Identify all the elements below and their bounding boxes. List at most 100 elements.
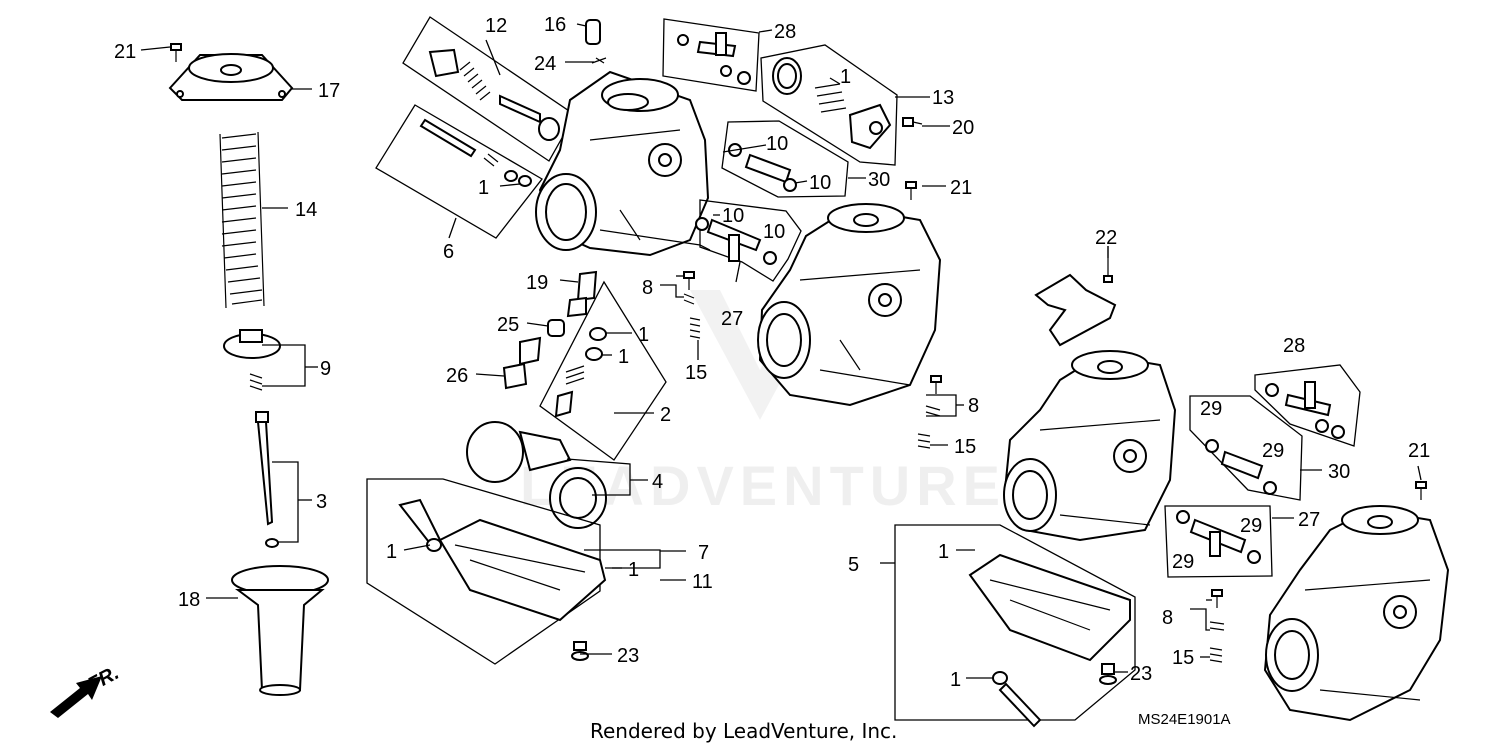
set-13-box	[760, 44, 898, 166]
float-chamber-box-right	[894, 524, 1136, 728]
label-29-b[interactable]: 29	[1262, 440, 1284, 462]
label-1-gasket-right[interactable]: 1	[938, 541, 949, 563]
label-21-mid[interactable]: 21	[950, 177, 972, 199]
screw-23-right[interactable]	[1099, 663, 1117, 685]
label-1-float-left[interactable]: 1	[386, 541, 397, 563]
label-30-right[interactable]: 30	[1328, 461, 1350, 483]
joint-28-box-top	[662, 18, 760, 92]
label-28-top[interactable]: 28	[774, 21, 796, 43]
spring-15-right-low[interactable]	[1209, 647, 1223, 663]
label-29-c[interactable]: 29	[1240, 515, 1262, 537]
cap-25[interactable]	[547, 319, 565, 337]
fuel-joint-30-box-right	[1189, 395, 1303, 501]
pilot-screw-19[interactable]	[566, 270, 598, 318]
label-11[interactable]: 11	[692, 571, 713, 593]
carburetor-body-2[interactable]	[757, 203, 942, 407]
label-21-right[interactable]: 21	[1408, 440, 1430, 462]
label-8-right-mid[interactable]: 8	[968, 395, 979, 417]
label-15-right-low[interactable]: 15	[1172, 647, 1194, 669]
chamber-18[interactable]	[231, 565, 329, 696]
screw-23-left[interactable]	[571, 641, 589, 661]
set-2-box	[539, 280, 667, 461]
label-28-right[interactable]: 28	[1283, 335, 1305, 357]
footer-credit: Rendered by LeadVenture, Inc.	[590, 719, 897, 743]
part-labels: 21 17 14 9 3 18 12 6 1 16 24 28 1 13 20 …	[114, 14, 1430, 691]
label-23-left[interactable]: 23	[617, 645, 639, 667]
joint-28-box-right	[1254, 364, 1361, 447]
joint-27-box-right	[1164, 505, 1273, 578]
screw-8-center[interactable]	[683, 271, 695, 305]
diagram-code: MS24E1901A	[1138, 711, 1231, 728]
label-16[interactable]: 16	[544, 14, 566, 36]
piston-4[interactable]	[466, 421, 607, 529]
label-24[interactable]: 24	[534, 53, 556, 75]
label-17[interactable]: 17	[318, 80, 340, 102]
jet-needle-3[interactable]	[255, 411, 279, 548]
screw-8-right-mid[interactable]	[925, 375, 942, 417]
label-1-set2-a[interactable]: 1	[638, 324, 649, 346]
set-12-box	[402, 16, 576, 162]
label-10-b[interactable]: 10	[809, 172, 831, 194]
screw-20[interactable]	[902, 117, 923, 127]
label-13[interactable]: 13	[932, 87, 954, 109]
label-30-top[interactable]: 30	[868, 169, 890, 191]
spring-15-right-mid[interactable]	[917, 433, 931, 449]
label-12[interactable]: 12	[485, 15, 507, 37]
carburetor-body-1[interactable]	[535, 70, 711, 257]
label-20[interactable]: 20	[952, 117, 974, 139]
label-1-set2-b[interactable]: 1	[618, 346, 629, 368]
carburetor-body-4[interactable]	[1263, 505, 1450, 722]
carburetor-body-3[interactable]	[1003, 350, 1177, 542]
joint-27-box	[695, 199, 802, 282]
label-7[interactable]: 7	[698, 542, 709, 564]
label-23-right[interactable]: 23	[1130, 663, 1152, 685]
label-15-right-mid[interactable]: 15	[954, 436, 976, 458]
label-8-center[interactable]: 8	[642, 277, 653, 299]
front-arrow: FR.	[50, 662, 123, 718]
label-10-c[interactable]: 10	[722, 205, 744, 227]
spring-14[interactable]	[219, 131, 265, 309]
label-10-d[interactable]: 10	[763, 221, 785, 243]
label-5[interactable]: 5	[848, 554, 859, 576]
screw-26[interactable]	[502, 336, 542, 390]
screw-21-top[interactable]	[170, 43, 182, 62]
leader-lines	[140, 23, 1422, 679]
label-22[interactable]: 22	[1095, 227, 1117, 249]
label-26[interactable]: 26	[446, 365, 468, 387]
label-29-a[interactable]: 29	[1200, 398, 1222, 420]
label-1-jetkit[interactable]: 1	[478, 177, 489, 199]
bracket-22[interactable]	[1034, 246, 1117, 347]
needle-holder-9[interactable]	[223, 329, 281, 391]
label-1-set13[interactable]: 1	[840, 66, 851, 88]
label-1-float-right[interactable]: 1	[950, 669, 961, 691]
label-8-right-low[interactable]: 8	[1162, 607, 1173, 629]
screw-21-right[interactable]	[1415, 481, 1427, 500]
label-1-gasket-left[interactable]: 1	[628, 559, 639, 581]
top-cover-17[interactable]	[168, 53, 294, 101]
screw-8-right-low[interactable]	[1209, 589, 1225, 631]
label-14[interactable]: 14	[295, 199, 317, 221]
label-21-top[interactable]: 21	[114, 41, 136, 63]
label-15-center[interactable]: 15	[685, 362, 707, 384]
label-10-a[interactable]: 10	[766, 133, 788, 155]
label-3[interactable]: 3	[316, 491, 327, 513]
label-25[interactable]: 25	[497, 314, 519, 336]
spring-15-center[interactable]	[689, 317, 701, 339]
cap-16[interactable]	[585, 19, 601, 45]
label-18[interactable]: 18	[178, 589, 200, 611]
label-27-right[interactable]: 27	[1298, 509, 1320, 531]
fuel-joint-30-box	[721, 120, 849, 198]
label-2[interactable]: 2	[660, 404, 671, 426]
label-29-d[interactable]: 29	[1172, 551, 1194, 573]
jet-kit-6-box	[375, 104, 543, 239]
label-19[interactable]: 19	[526, 272, 548, 294]
label-9[interactable]: 9	[320, 358, 331, 380]
label-4[interactable]: 4	[652, 471, 663, 493]
label-27-top[interactable]: 27	[721, 308, 743, 330]
screw-21-mid[interactable]	[905, 181, 917, 200]
clip-24[interactable]	[591, 57, 607, 64]
label-6[interactable]: 6	[443, 241, 454, 263]
float-chamber-box-left	[366, 478, 607, 665]
